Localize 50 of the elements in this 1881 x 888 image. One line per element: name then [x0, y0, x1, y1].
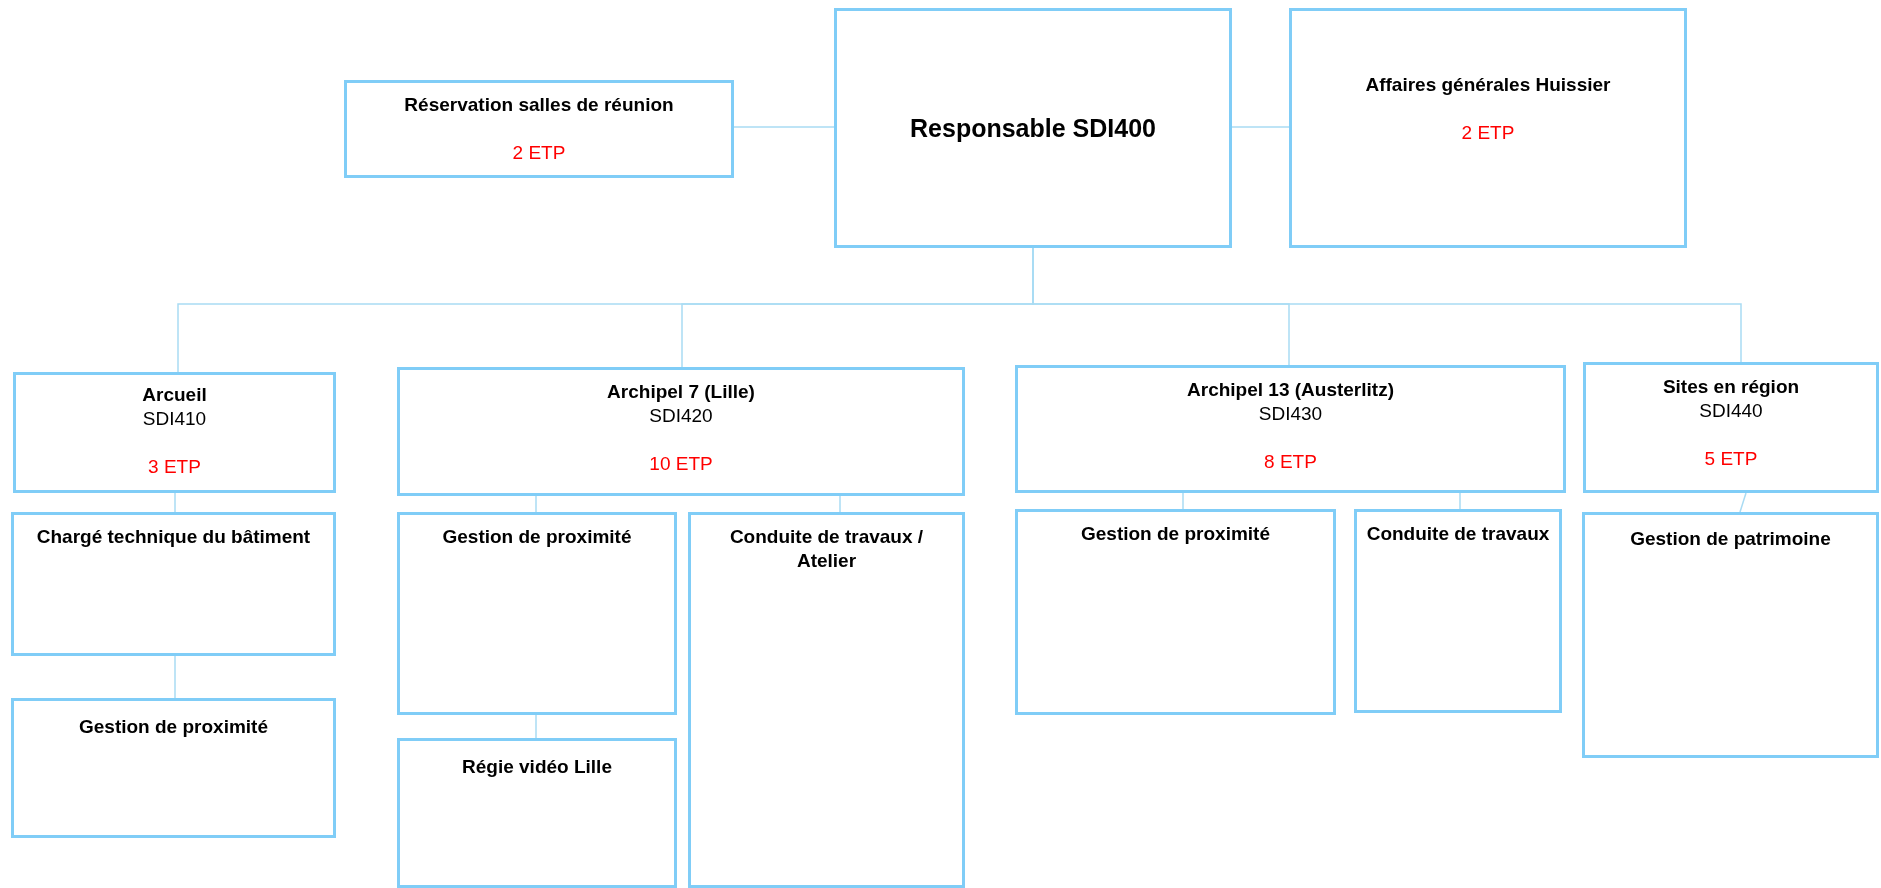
unit-title: Arcueil	[141, 383, 208, 407]
org-box	[13, 372, 336, 493]
org-box	[1015, 509, 1336, 715]
connector-line	[174, 492, 176, 513]
connector-line	[1182, 492, 1184, 510]
unit-title: Conduite de travaux / Atelier	[728, 525, 925, 573]
connector-line	[174, 655, 176, 699]
unit-title: Chargé technique du bâtiment	[35, 525, 312, 549]
unit-title: Gestion de proximité	[1080, 522, 1271, 546]
org-box	[1583, 362, 1879, 493]
unit-title: Affaires générales Huissier	[1364, 73, 1612, 97]
connector-line	[839, 495, 841, 513]
org-box	[344, 80, 734, 178]
unit-code: SDI410	[142, 407, 207, 431]
org-box	[1289, 8, 1687, 248]
unit-title: Gestion de proximité	[441, 525, 633, 549]
unit-code: SDI430	[1258, 402, 1323, 426]
staff-count: 5 ETP	[1704, 447, 1758, 471]
staff-count: 2 ETP	[512, 141, 566, 165]
org-box	[397, 367, 965, 496]
unit-code: SDI420	[649, 404, 713, 428]
org-box	[834, 8, 1232, 248]
connector-line	[535, 495, 537, 513]
connector-line	[1231, 126, 1290, 128]
connector-line	[1739, 492, 1747, 513]
staff-count: 10 ETP	[649, 452, 713, 476]
unit-title: Gestion de patrimoine	[1629, 527, 1832, 551]
unit-title: Réservation salles de réunion	[403, 93, 675, 117]
unit-title: Archipel 13 (Austerlitz)	[1186, 378, 1395, 402]
staff-count: 8 ETP	[1264, 450, 1317, 474]
org-box	[1015, 365, 1566, 493]
org-box	[1582, 512, 1879, 758]
org-box	[11, 698, 336, 838]
unit-code: SDI440	[1699, 399, 1763, 423]
unit-title: Sites en région	[1661, 375, 1801, 399]
unit-title: Archipel 7 (Lille)	[606, 380, 756, 404]
unit-title: Conduite de travaux	[1365, 522, 1551, 546]
org-box	[397, 512, 677, 715]
staff-count: 2 ETP	[1461, 121, 1515, 145]
org-box	[11, 512, 336, 656]
unit-title: Régie vidéo Lille	[461, 755, 613, 779]
unit-title: Responsable SDI400	[910, 112, 1156, 144]
staff-count: 3 ETP	[148, 455, 201, 479]
connector-line	[1459, 492, 1461, 510]
org-box	[397, 738, 677, 888]
connector-line	[733, 126, 835, 128]
org-box	[1354, 509, 1562, 713]
unit-title: Gestion de proximité	[78, 715, 269, 739]
org-box	[688, 512, 965, 888]
connector-line	[535, 714, 537, 739]
